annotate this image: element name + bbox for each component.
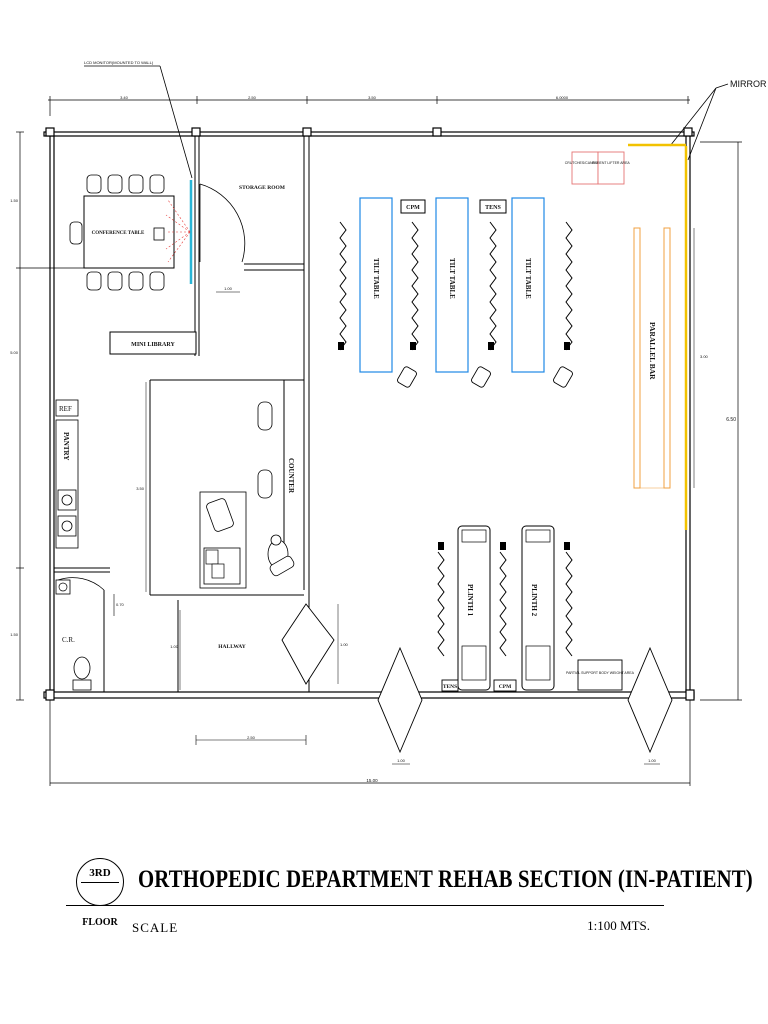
floor-badge: 3RD FLOOR <box>76 858 124 928</box>
dim-left-2: 5.00 <box>10 350 19 355</box>
counter-area: COUNTER 3.50 <box>136 382 295 592</box>
lcd-callout-label: LCD MONITOR(MOUNTED TO WALL) <box>84 60 154 65</box>
partial-support-label: PARTIAL SUPPORT BODY WEIGHT AREA <box>566 671 635 675</box>
dim-right: 6.50 <box>726 417 736 423</box>
tilt-table-1-label: TILT TABLE <box>372 258 380 299</box>
crutch-area-label: CRUTCHES/CANE AREA <box>565 161 606 165</box>
storage-room: STORAGE ROOM 1.00 <box>199 183 286 293</box>
title-underline <box>66 905 664 907</box>
dim-top-2: 2.50 <box>248 95 257 100</box>
dim-hallway-v: 1.00 <box>170 644 179 649</box>
tilt-table-2 <box>435 197 469 373</box>
top-dimension <box>48 96 690 116</box>
ref-label: REF <box>59 405 72 413</box>
wash-basin <box>55 579 71 595</box>
cpm-unit <box>400 199 426 214</box>
sink-1 <box>57 489 77 511</box>
tilt-table-1 <box>359 197 393 373</box>
plinth-2-label: PLINTH 2 <box>530 584 538 617</box>
cr-label: C.R. <box>62 636 75 644</box>
crutch-lifter-area: CRUTCHES/CANE AREA PATIENT LIFTER AREA <box>565 151 630 185</box>
conference-room: CONFERENCE TABLE <box>69 174 193 291</box>
conference-table-label: CONFERENCE TABLE <box>92 231 145 236</box>
comfort-room: C.R. 0.70 <box>55 577 125 691</box>
tilt-table-2-label: TILT TABLE <box>448 258 456 299</box>
dim-top-1: 3.40 <box>120 95 129 100</box>
mirror-wall <box>628 143 688 530</box>
sink-2 <box>57 515 77 537</box>
lcd-view-cone <box>165 199 191 263</box>
dim-hallway-h: 2.50 <box>247 735 256 740</box>
dim-left-3: 1.50 <box>10 632 19 637</box>
person-icon <box>267 534 295 577</box>
hallway: HALLWAY 1.00 2.50 1.00 <box>170 603 349 745</box>
partial-support-box <box>577 659 623 691</box>
tilt-table-area: TILT TABLE TILT TABLE TILT TABLE CPM TEN… <box>338 197 573 388</box>
mirror-label: MIRROR <box>730 79 767 89</box>
parallel-bar-label: PARALLEL BAR <box>648 322 657 380</box>
dim-parallel-bar: 3.00 <box>700 354 709 359</box>
drawing-title: ORTHOPEDIC DEPARTMENT REHAB SECTION (IN-… <box>138 866 753 893</box>
mini-library-label: MINI LIBRARY <box>131 342 175 348</box>
swing-door-2 <box>377 646 423 754</box>
storage-room-label: STORAGE ROOM <box>239 185 286 191</box>
plinth-1-label: PLINTH 1 <box>466 584 474 617</box>
swing-door-1 <box>281 603 335 685</box>
tens-unit <box>479 199 507 214</box>
plinth-area: PLINTH 1 PLINTH 2 TENS CPM PARTIAL SUPPO… <box>437 525 635 692</box>
dim-cr-door: 0.70 <box>116 602 125 607</box>
dim-left-1: 1.50 <box>10 198 19 203</box>
tilt-table-3 <box>511 197 545 373</box>
mini-library: MINI LIBRARY <box>109 331 197 355</box>
swing-door-3 <box>627 646 673 754</box>
tens-small-label: TENS <box>443 684 457 690</box>
curtain-lines <box>339 221 573 351</box>
pantry: REF PANTRY <box>55 399 79 549</box>
tens-label: TENS <box>485 205 501 211</box>
scale-label: SCALE <box>132 920 179 935</box>
office-desk <box>199 491 247 589</box>
toilet <box>73 656 91 680</box>
dim-top-4: 6.0000 <box>556 95 569 100</box>
swing-doors <box>377 646 673 754</box>
tens-small-unit <box>441 679 459 692</box>
floor-plan: LCD MONITOR(MOUNTED TO WALL) MIRROR 3.40… <box>10 60 767 786</box>
dim-swing-door-3: 1.00 <box>648 758 657 763</box>
scale-value: 1:100 MTS. <box>587 918 650 933</box>
dim-counter: 3.50 <box>136 486 145 491</box>
bottom-dimension <box>49 700 691 786</box>
dim-top-3: 3.50 <box>368 95 377 100</box>
floor-label: FLOOR <box>82 917 118 928</box>
counter-label: COUNTER <box>287 458 295 494</box>
mirror-callout: MIRROR <box>669 79 767 161</box>
floor-divider <box>81 882 119 883</box>
dim-swing-door-1: 1.00 <box>340 642 349 647</box>
parallel-bar: PARALLEL BAR 3.00 <box>633 227 709 489</box>
hallway-label: HALLWAY <box>218 644 245 650</box>
interior-walls <box>53 136 310 692</box>
right-dimension <box>700 141 742 701</box>
patient-lifter-label: PATIENT LIFTER AREA <box>592 161 630 165</box>
cpm-small-label: CPM <box>499 684 512 690</box>
cpm-small-unit <box>493 679 517 692</box>
projector-icon <box>153 227 165 241</box>
pantry-label: PANTRY <box>62 432 70 460</box>
dim-swing-door-2: 1.00 <box>397 758 406 763</box>
dim-bottom-total: 15.00 <box>366 778 378 783</box>
tilt-table-3-label: TILT TABLE <box>524 258 532 299</box>
lcd-callout: LCD MONITOR(MOUNTED TO WALL) <box>84 60 193 179</box>
refrigerator <box>55 399 79 417</box>
floor-number: 3RD <box>89 867 111 879</box>
cpm-label: CPM <box>406 205 420 211</box>
dim-storage-door: 1.00 <box>224 286 233 291</box>
stools <box>397 366 573 388</box>
